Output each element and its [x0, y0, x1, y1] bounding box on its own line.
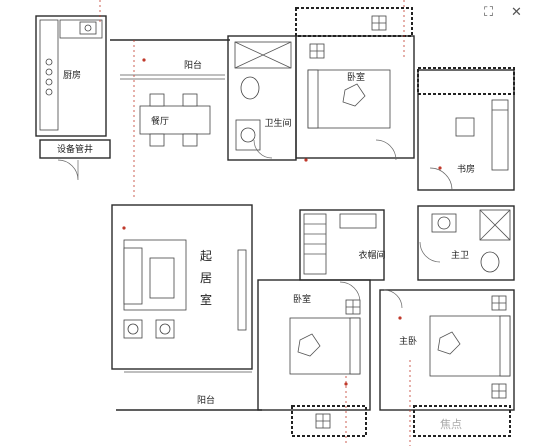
- master-bedroom-area: [379, 289, 515, 437]
- master-bath-label: 主卫: [451, 249, 469, 261]
- bedroom-top-door: [375, 139, 397, 161]
- shaft-door: [57, 159, 79, 181]
- dining-table: [139, 93, 211, 147]
- master-bath-door: [419, 241, 441, 263]
- balcony-bottom-label: 阳台: [197, 394, 215, 406]
- close-icon[interactable]: ✕: [511, 5, 522, 20]
- living-label-1: 起: [200, 249, 212, 263]
- study-door: [429, 167, 453, 191]
- shaft-label: 设备管井: [57, 143, 93, 155]
- bedroom-bottom-door: [339, 281, 361, 303]
- master-bedroom-door: [383, 289, 403, 309]
- kitchen-label: 厨房: [63, 69, 81, 81]
- guide-dots: [99, 0, 442, 446]
- bedroom-bottom-area: [257, 279, 371, 437]
- master-bedroom-label: 主卧: [399, 335, 417, 347]
- dining-label: 餐厅: [151, 115, 169, 127]
- bedroom-top-area: [295, 7, 415, 159]
- kitchen-area: [35, 15, 107, 137]
- living-label-3: 室: [200, 292, 212, 307]
- living-area: [111, 204, 253, 373]
- fullscreen-icon[interactable]: ⛶: [484, 5, 494, 20]
- closet-area: [299, 209, 385, 281]
- bathroom-area: [227, 35, 297, 161]
- study-area: [417, 67, 515, 191]
- living-label-2: 居: [200, 271, 212, 285]
- shaft-box: [39, 139, 111, 159]
- balcony-top-label: 阳台: [184, 59, 202, 71]
- bathroom-label: 卫生间: [264, 117, 291, 129]
- bedroom-top-label: 卧室: [347, 71, 365, 83]
- bedroom-bottom-label: 卧室: [293, 293, 311, 305]
- watermark-text: 焦点: [440, 418, 462, 431]
- bathroom-door: [253, 139, 273, 159]
- master-bath-area: [417, 205, 515, 281]
- study-label: 书房: [457, 163, 475, 175]
- closet-label: 衣帽间: [358, 249, 385, 261]
